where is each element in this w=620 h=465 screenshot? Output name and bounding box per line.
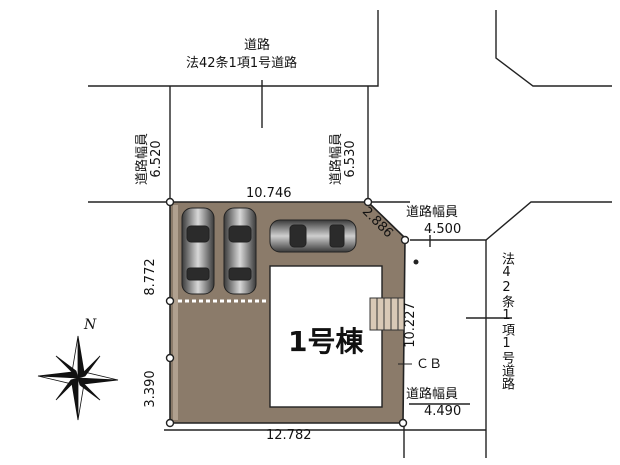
house-label: 1号棟 (288, 325, 364, 358)
cb-label: ＣＢ (416, 357, 443, 372)
compass-north-label: N (84, 317, 97, 333)
boundary-points (165, 197, 410, 428)
road-width-left-label: 道路幅員 (135, 133, 150, 186)
road-width-mid: 道路幅員 6.530 (329, 107, 358, 211)
road-top-subtitle: 法42条1項1号道路 (186, 56, 298, 71)
car-2 (223, 207, 257, 295)
road-width-mid-label: 道路幅員 (329, 133, 344, 186)
road-width-left: 道路幅員 6.520 (135, 107, 164, 211)
dim-bottom: 12.782 (266, 428, 312, 443)
road-top-title: 道路 (244, 38, 271, 53)
dim-right: 10.227 (403, 302, 418, 348)
road-width-right-top-value: 4.500 (424, 222, 462, 237)
dim-top: 10.746 (246, 186, 292, 201)
house-footprint (269, 265, 383, 408)
compass-rose (37, 335, 119, 421)
dim-left-upper: 8.772 (143, 258, 158, 296)
road-width-mid-value: 6.530 (343, 140, 358, 178)
road-lines (88, 10, 612, 458)
car-3 (269, 219, 357, 253)
road-right-label: 法42条1項1号道路 (499, 252, 514, 390)
car-1 (181, 207, 215, 295)
road-width-right-bottom-value: 4.490 (424, 404, 462, 419)
road-width-right-bottom-label: 道路幅員 (406, 387, 459, 402)
road-width-left-value: 6.520 (149, 140, 164, 178)
entry-steps (369, 297, 405, 331)
marker-dot (413, 259, 419, 265)
road-width-right-top-label: 道路幅員 (406, 205, 459, 220)
dim-left-lower: 3.390 (143, 370, 158, 408)
side-strip (173, 205, 178, 420)
